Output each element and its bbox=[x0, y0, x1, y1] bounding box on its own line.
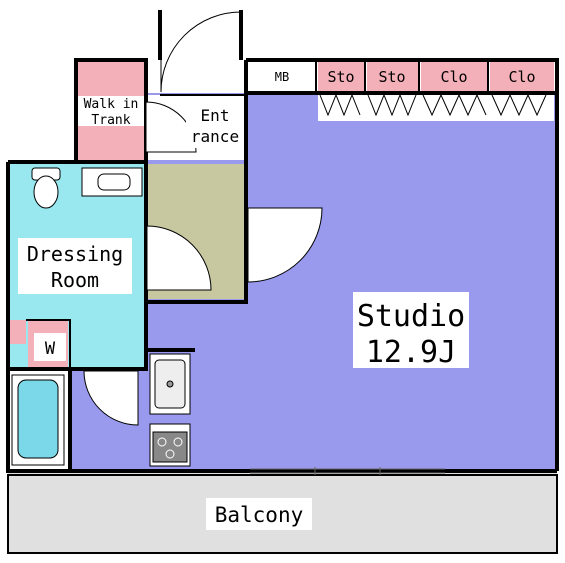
balcony-label: Balcony bbox=[215, 503, 304, 527]
balcony-window bbox=[250, 467, 445, 475]
closet-label-1: Clo bbox=[440, 68, 467, 86]
kitchen-sink-icon bbox=[149, 353, 191, 415]
wash-basin-icon bbox=[81, 167, 143, 197]
balcony-label-bg bbox=[206, 498, 312, 530]
walk-in-label-line1: Walk in bbox=[84, 97, 139, 112]
entrance-label-bg bbox=[186, 104, 244, 148]
storage-label-1: Sto bbox=[327, 68, 354, 86]
closet-folding-doors bbox=[319, 93, 547, 117]
small-pink-area bbox=[10, 320, 26, 344]
stove-icon bbox=[149, 423, 191, 467]
entrance-label-line2: rance bbox=[191, 127, 239, 146]
bathtub-icon bbox=[11, 374, 65, 466]
washer-label: W bbox=[45, 339, 56, 359]
dressing-label-bg bbox=[18, 238, 132, 294]
closet-2-cell bbox=[490, 60, 554, 93]
dressing-label-line2: Room bbox=[51, 268, 99, 292]
mb-label: MB bbox=[275, 70, 289, 84]
closet-label-2: Clo bbox=[508, 68, 535, 86]
closet-1-cell bbox=[421, 60, 488, 93]
mb-cell bbox=[248, 60, 316, 93]
studio-label-size: 12.9J bbox=[366, 335, 456, 370]
entrance-label-line1: Ent bbox=[201, 106, 230, 125]
walk-in-door bbox=[145, 101, 197, 153]
studio-door bbox=[247, 207, 323, 283]
dressing-room-door bbox=[146, 225, 212, 291]
studio-label-bg bbox=[353, 292, 469, 368]
toilet-icon bbox=[31, 167, 61, 209]
washer-label-bg bbox=[34, 333, 66, 361]
entrance-door bbox=[160, 11, 242, 93]
walk-in-label-bg bbox=[78, 96, 144, 126]
storage-1-cell bbox=[318, 60, 365, 93]
dressing-label-line1: Dressing bbox=[27, 242, 123, 266]
walk-in-label-line2: Trank bbox=[91, 113, 130, 128]
storage-2-cell bbox=[367, 60, 419, 93]
walls bbox=[6, 10, 559, 554]
storage-label-2: Sto bbox=[378, 68, 405, 86]
bathroom-door bbox=[83, 370, 139, 426]
studio-label-name: Studio bbox=[357, 299, 465, 334]
